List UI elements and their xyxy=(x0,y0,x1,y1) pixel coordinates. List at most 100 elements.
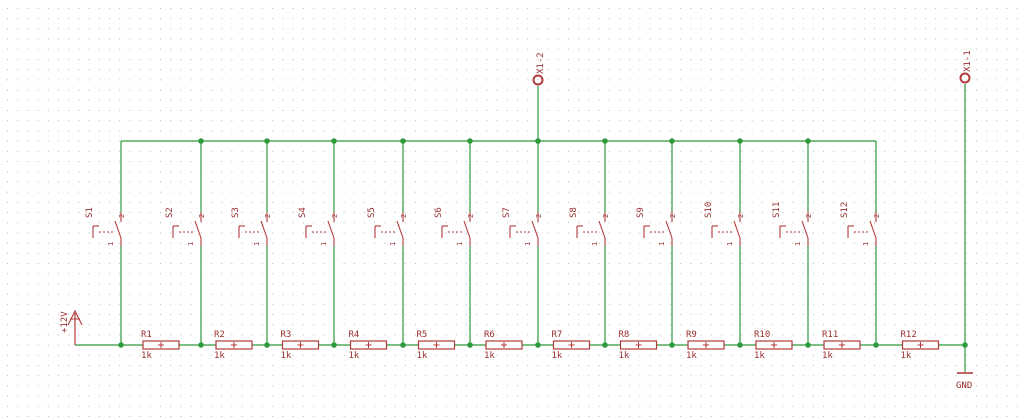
switch-label: S5 xyxy=(367,207,377,218)
supply-label: +12V xyxy=(60,311,70,333)
switch-label: S10 xyxy=(704,202,714,218)
switch-pin1-label: 1 xyxy=(794,242,802,246)
switch-lever xyxy=(114,220,122,239)
supply-arrow-icon xyxy=(67,309,83,345)
switch-symbol xyxy=(643,212,673,246)
resistor-symbol xyxy=(687,340,725,350)
resistor-value: 1k xyxy=(417,351,428,361)
switch-pin1-label: 1 xyxy=(107,242,115,246)
junction-dot xyxy=(873,342,879,348)
resistor-value: 1k xyxy=(141,351,152,361)
switch-pin1-label: 1 xyxy=(320,242,328,246)
junction-dot xyxy=(467,138,473,144)
switch-symbol xyxy=(374,212,404,246)
switch-pin2-label: 2 xyxy=(118,214,126,218)
switch-label: S12 xyxy=(840,202,850,218)
resistor-label: R6 xyxy=(484,330,495,340)
switch-symbol xyxy=(441,212,471,246)
switch-symbol xyxy=(305,212,335,246)
switch-label: S8 xyxy=(569,207,579,218)
switch-label: S9 xyxy=(636,207,646,218)
resistor-label: R9 xyxy=(686,330,697,340)
resistor-symbol xyxy=(552,340,591,350)
resistor-label: R7 xyxy=(552,330,563,340)
supply-arrow xyxy=(67,309,83,326)
resistor-symbol xyxy=(485,340,523,350)
switch-label: S7 xyxy=(502,207,512,218)
switch-label: S11 xyxy=(772,202,782,218)
junction-dot xyxy=(467,342,473,348)
switch-label: S4 xyxy=(298,207,308,218)
switch-pin1-label: 1 xyxy=(187,242,195,246)
resistor-label: R10 xyxy=(754,330,770,340)
switch-lever xyxy=(869,220,877,239)
junction-dot xyxy=(198,138,204,144)
resistor-symbol xyxy=(417,340,456,350)
switch-symbol xyxy=(92,212,122,246)
connector-label: X1-1 xyxy=(963,50,973,72)
resistor-symbol xyxy=(755,340,793,350)
junction-dot xyxy=(669,138,675,144)
switch-pin1-label: 1 xyxy=(389,242,397,246)
switch-symbol xyxy=(509,212,539,246)
junction-dot xyxy=(805,342,811,348)
junction-dot xyxy=(198,342,204,348)
resistor-value: 1k xyxy=(214,351,225,361)
junction-dot xyxy=(535,342,541,348)
junction-dot xyxy=(118,342,124,348)
resistor-value: 1k xyxy=(552,351,563,361)
resistor-value: 1k xyxy=(754,351,765,361)
switch-lever xyxy=(194,220,202,239)
switch-pin1-label: 1 xyxy=(726,242,734,246)
switch-pin2-label: 2 xyxy=(805,214,813,218)
junction-dot xyxy=(331,342,337,348)
resistor-symbol xyxy=(823,340,861,350)
resistor-label: R12 xyxy=(901,330,917,340)
resistor-symbol xyxy=(142,340,180,350)
junction-dot xyxy=(264,138,270,144)
wires xyxy=(75,84,968,372)
ground-label: GND xyxy=(956,381,972,391)
junction-dot xyxy=(602,138,608,144)
resistor-value: 1k xyxy=(619,351,630,361)
junction-dot xyxy=(264,342,270,348)
resistor-label: R5 xyxy=(417,330,428,340)
switch-symbol xyxy=(238,212,268,246)
switch-lever xyxy=(463,220,471,239)
switch-symbol xyxy=(172,212,202,246)
switch-label: S2 xyxy=(165,207,175,218)
switch-pin2-label: 2 xyxy=(400,214,408,218)
switch-lever xyxy=(733,220,741,239)
switch-lever xyxy=(260,220,268,239)
resistor-value: 1k xyxy=(822,351,833,361)
junction-dot xyxy=(400,138,406,144)
switch-pin2-label: 2 xyxy=(602,214,610,218)
junction-dot xyxy=(669,342,675,348)
resistor-label: R4 xyxy=(349,330,360,340)
resistor-value: 1k xyxy=(281,351,292,361)
resistor-symbol xyxy=(281,340,320,350)
resistor-value: 1k xyxy=(901,351,912,361)
resistor-value: 1k xyxy=(349,351,360,361)
switch-pin1-label: 1 xyxy=(456,242,464,246)
resistor-label: R11 xyxy=(822,330,838,340)
switch-symbol xyxy=(847,212,877,246)
switch-pin1-label: 1 xyxy=(524,242,532,246)
junction-dot xyxy=(602,342,608,348)
connector-pad-icon xyxy=(959,72,971,84)
switch-lever xyxy=(396,220,404,239)
switch-symbol xyxy=(779,212,809,246)
resistor-symbol xyxy=(901,340,940,350)
switch-pin2-label: 2 xyxy=(535,214,543,218)
switch-label: S1 xyxy=(85,207,95,218)
switch-symbol xyxy=(711,212,741,246)
resistor-value: 1k xyxy=(484,351,495,361)
switch-pin2-label: 2 xyxy=(737,214,745,218)
switch-lever xyxy=(801,220,809,239)
switch-pin2-label: 2 xyxy=(198,214,206,218)
switch-lever xyxy=(665,220,673,239)
junction-dot xyxy=(535,138,541,144)
switch-lever xyxy=(598,220,606,239)
